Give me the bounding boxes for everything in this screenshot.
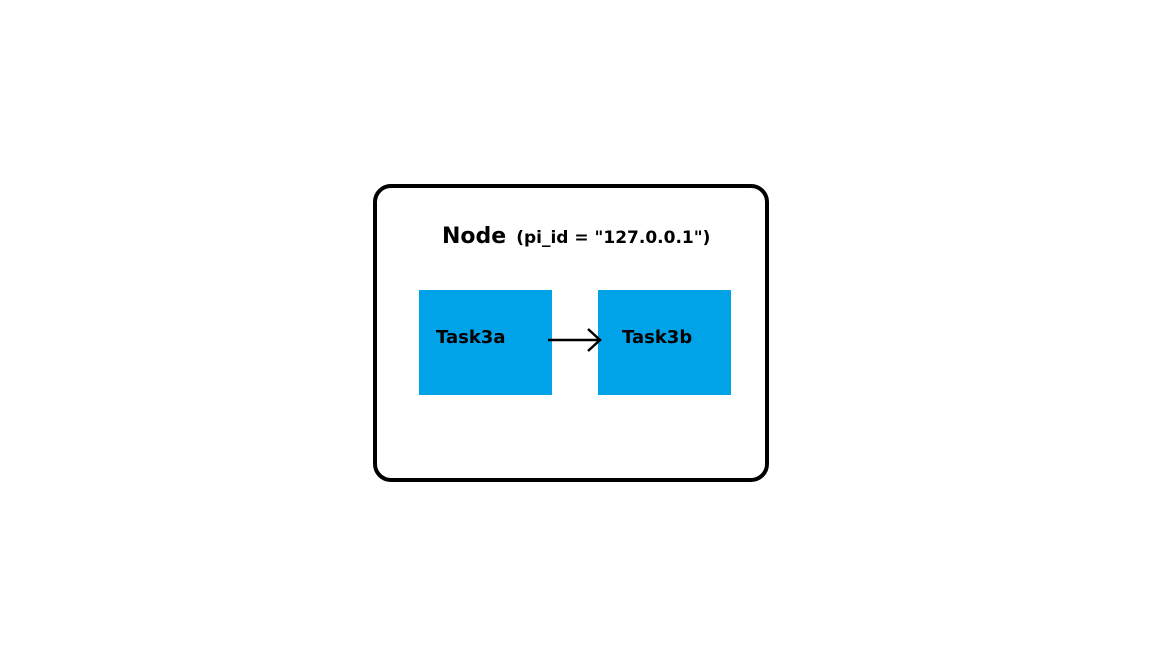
arrow-head bbox=[587, 328, 602, 352]
task-box-task3b: Task3b bbox=[598, 290, 731, 395]
edge-arrow-task3a-to-task3b bbox=[548, 328, 602, 352]
node-title: Node (pi_id = "127.0.0.1") bbox=[442, 224, 710, 249]
node-name: Node bbox=[442, 224, 507, 249]
node-pi-id: (pi_id = "127.0.0.1") bbox=[516, 228, 711, 248]
task-label-task3a: Task3a bbox=[436, 327, 506, 348]
task-box-task3a: Task3a bbox=[419, 290, 552, 395]
task-label-task3b: Task3b bbox=[622, 327, 693, 348]
